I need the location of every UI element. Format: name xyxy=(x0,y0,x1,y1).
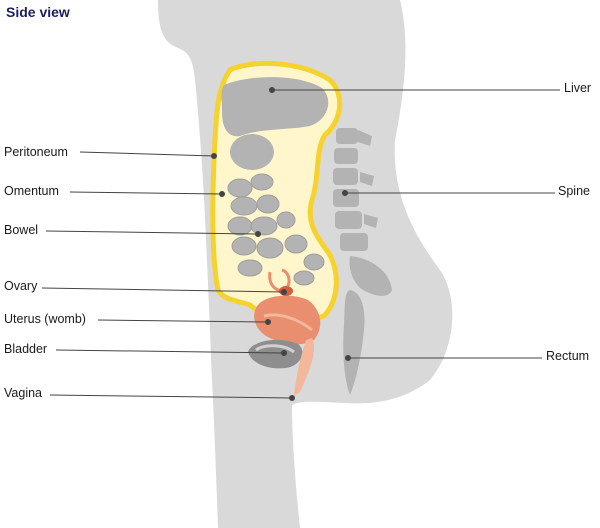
leader-ovary xyxy=(41,287,285,293)
leader-peritoneum xyxy=(79,151,215,157)
stomach-organ xyxy=(230,134,274,170)
rectum-organ xyxy=(343,290,365,395)
label-peritoneum: Peritoneum xyxy=(4,145,68,159)
label-ovary: Ovary xyxy=(4,279,38,293)
leader-vagina xyxy=(49,394,293,399)
vagina-organ xyxy=(294,338,315,396)
label-omentum: Omentum xyxy=(4,184,59,198)
spine-organ xyxy=(333,128,392,296)
leader-bladder xyxy=(55,349,285,354)
label-vagina: Vagina xyxy=(4,386,42,400)
label-bowel: Bowel xyxy=(4,223,39,237)
diagram-title: Side view xyxy=(6,4,70,20)
label-rectum: Rectum xyxy=(546,349,590,363)
label-spine: Spine xyxy=(558,184,590,198)
uterus-organ xyxy=(254,295,321,345)
leader-omentum xyxy=(69,191,223,195)
liver-organ xyxy=(221,77,329,137)
leader-bowel xyxy=(45,230,259,235)
label-liver: Liver xyxy=(564,81,592,95)
leader-uterus xyxy=(97,319,269,323)
bowel-organ xyxy=(227,173,325,286)
label-bladder: Bladder xyxy=(4,342,48,356)
label-uterus: Uterus (womb) xyxy=(4,312,86,326)
